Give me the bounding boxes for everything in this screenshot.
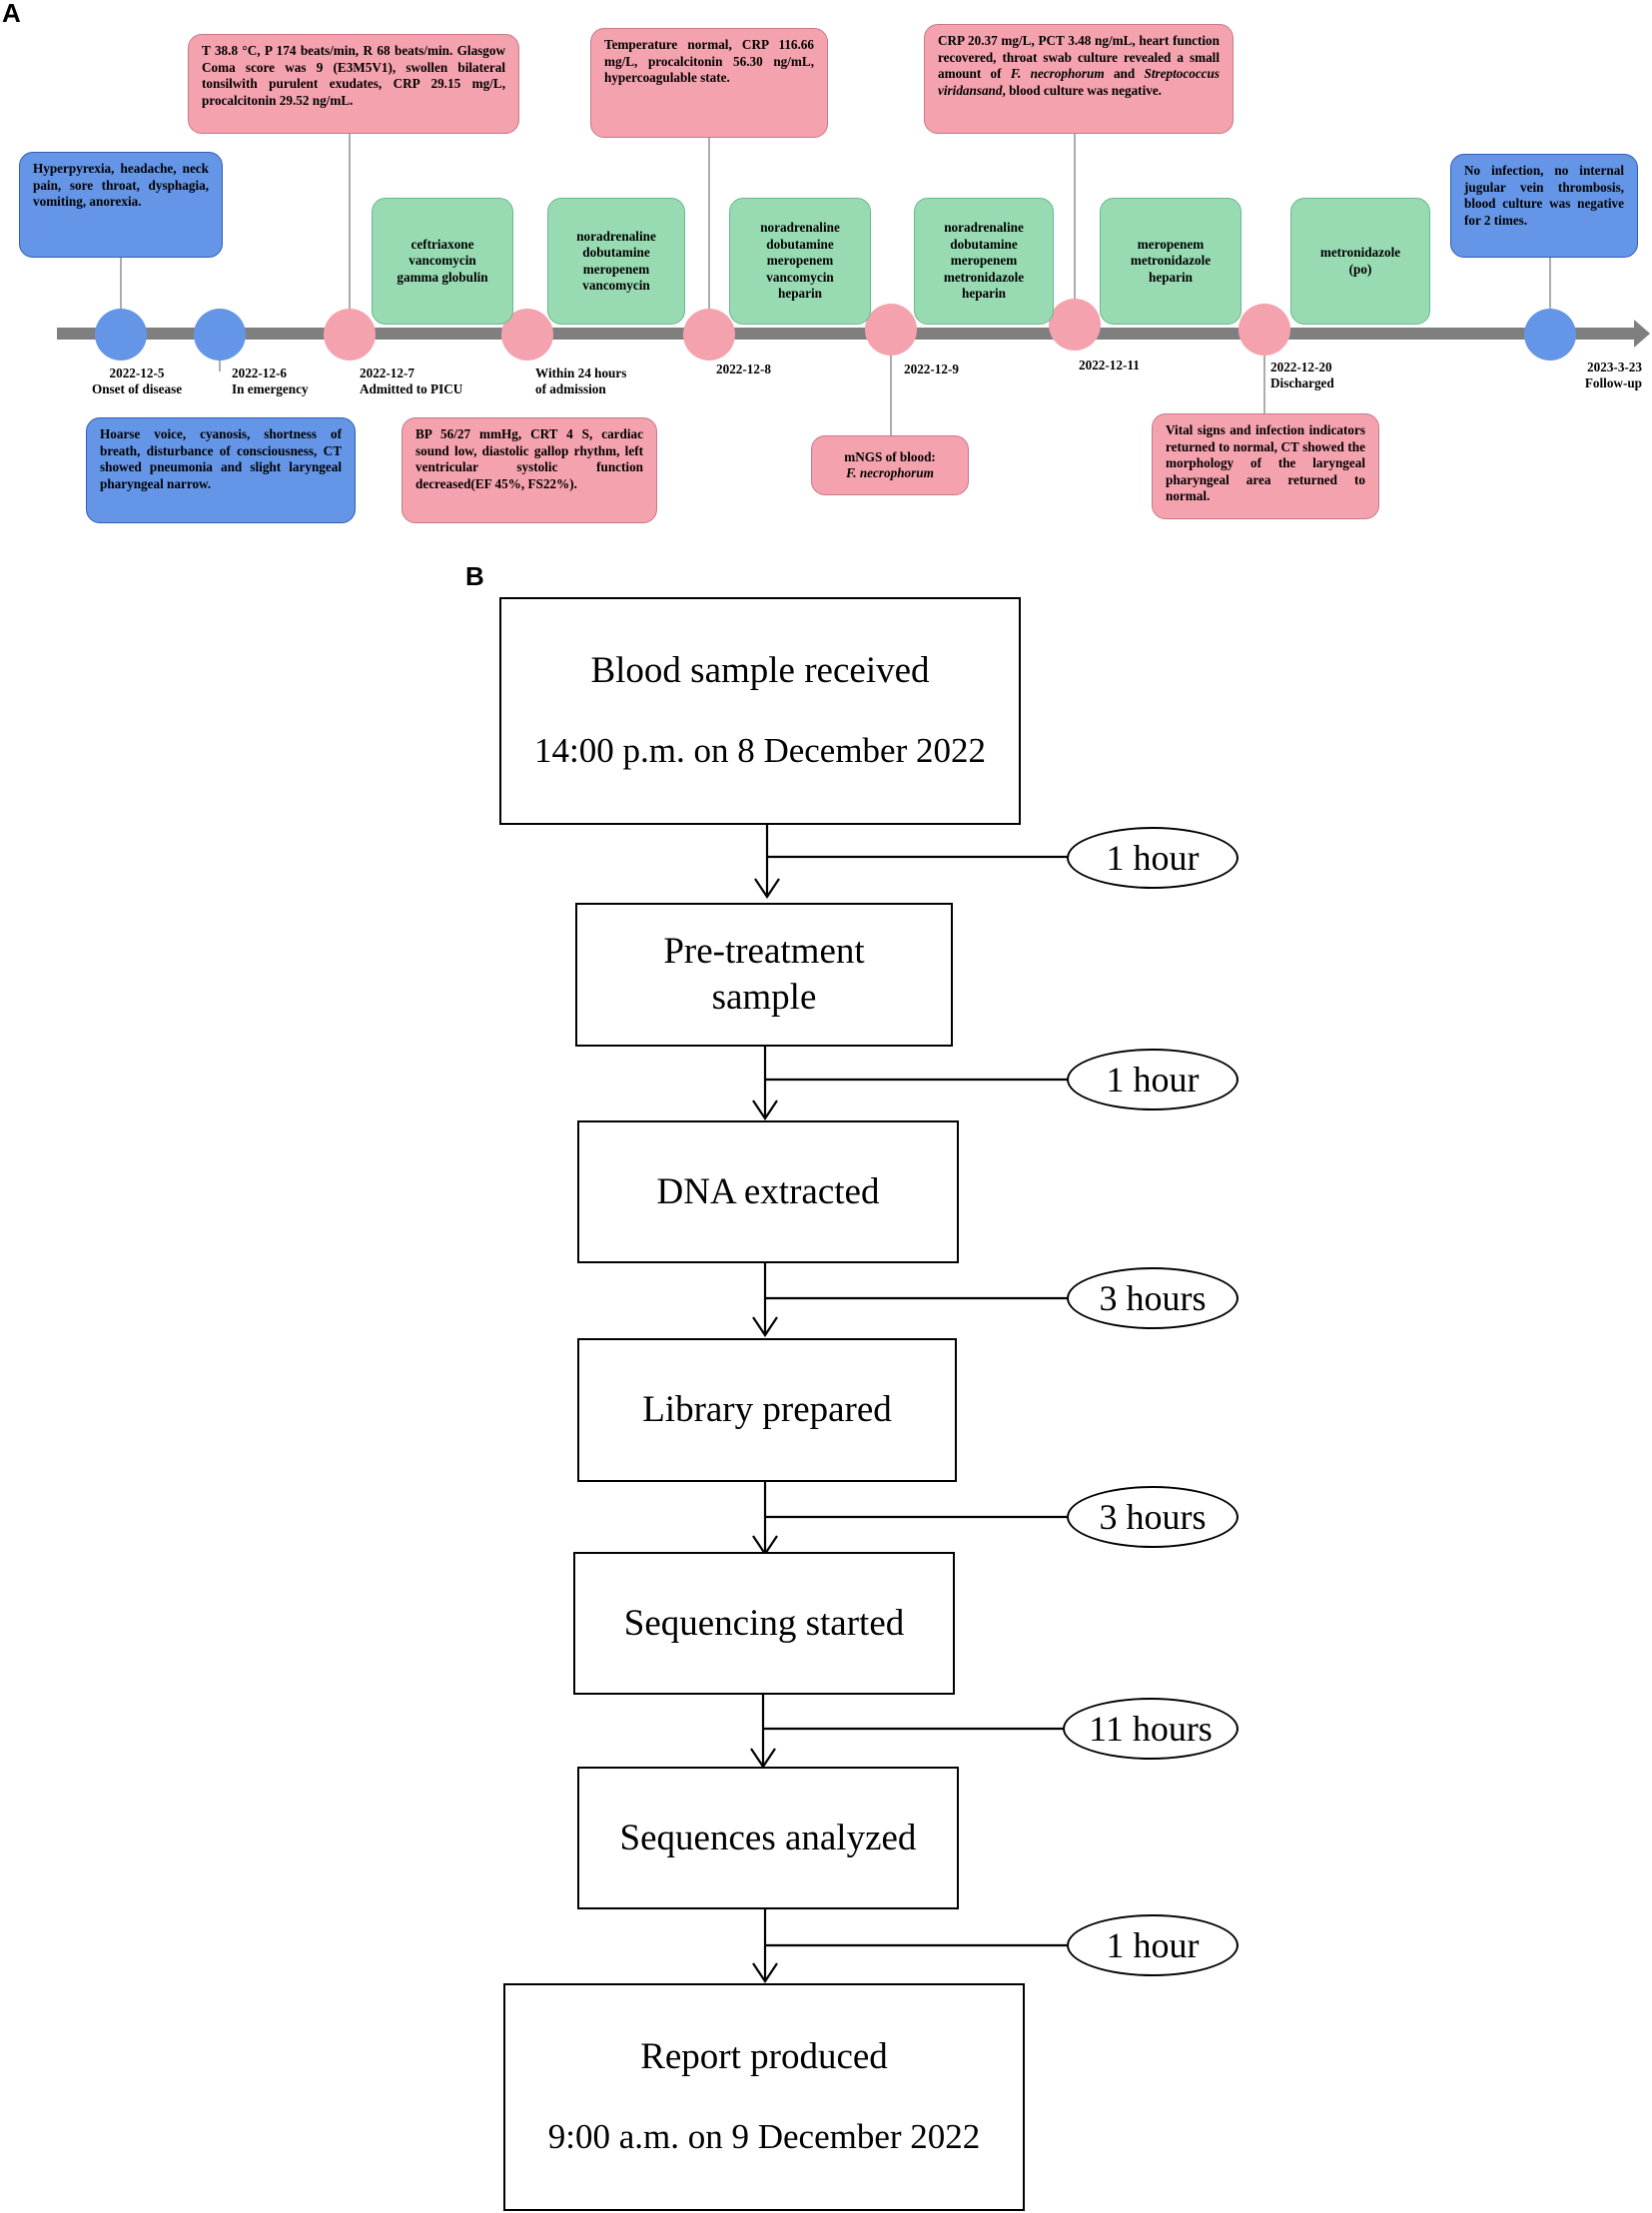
note-onset: Hyperpyrexia, headache, neck pain, sore … xyxy=(19,152,223,258)
timeline-arrowhead xyxy=(1634,320,1650,348)
step-report-produced: Report produced 9:00 a.m. on 9 December … xyxy=(503,1983,1025,2211)
treatment-5: meropenem metronidazole heparin xyxy=(1100,198,1241,325)
step-dna-extracted: DNA extracted xyxy=(577,1120,959,1263)
duration-1: 1 hour xyxy=(1067,827,1239,889)
note-dec11: CRP 20.37 mg/L, PCT 3.48 ng/mL, heart fu… xyxy=(924,24,1234,134)
node-dec11 xyxy=(1049,299,1101,351)
note-dec20: Vital signs and infection indicators ret… xyxy=(1152,413,1379,519)
timeline-graphics xyxy=(57,134,1650,435)
node-emergency xyxy=(194,309,246,361)
node-dec9 xyxy=(865,304,917,356)
step-pre-treatment-sample: Pre-treatment sample xyxy=(575,903,953,1047)
node-dec8 xyxy=(683,309,735,361)
duration-4: 3 hours xyxy=(1067,1486,1239,1548)
step-sequencing-started: Sequencing started xyxy=(573,1552,955,1695)
step-1-title: Blood sample received xyxy=(590,650,930,691)
step-library-prepared: Library prepared xyxy=(577,1338,957,1482)
panel-b-label: B xyxy=(465,561,484,591)
panel-b-flowchart: B Blood sample received 14:00 p.m. on 8 xyxy=(0,539,1652,2213)
note-followup: No infection, no internal jugular vein t… xyxy=(1450,154,1638,258)
treatment-3: noradrenaline dobutamine meropenem vanco… xyxy=(729,198,871,325)
note-dec8: Temperature normal, CRP 116.66 mg/L, pro… xyxy=(590,28,828,138)
note-picu: T 38.8 °C, P 174 beats/min, R 68 beats/m… xyxy=(188,34,519,134)
note-emergency: Hoarse voice, cyanosis, shortness of bre… xyxy=(86,417,356,523)
node-dec20 xyxy=(1239,304,1290,356)
step-1-time: 14:00 p.m. on 8 December 2022 xyxy=(534,731,986,770)
flowchart-connectors xyxy=(750,825,1069,1983)
step-sequences-analyzed: Sequences analyzed xyxy=(577,1767,959,1909)
date-label-dec11: 2022-12-11 xyxy=(1079,358,1140,372)
step-3-title: DNA extracted xyxy=(656,1170,880,1212)
panel-a-timeline: A Hyperpyrexia, headache, neck pain, sor… xyxy=(0,0,1652,539)
node-picu xyxy=(324,309,376,361)
node-followup xyxy=(1524,309,1576,361)
step-2-title: Pre-treatment sample xyxy=(663,931,865,1018)
node-within24 xyxy=(501,309,553,361)
step-7-time: 9:00 a.m. on 9 December 2022 xyxy=(547,2117,981,2156)
treatment-1: ceftriaxone vancomycin gamma globulin xyxy=(372,198,513,325)
timeline-bar xyxy=(57,328,1637,340)
step-4-title: Library prepared xyxy=(642,1389,892,1430)
node-onset xyxy=(95,309,147,361)
duration-5: 11 hours xyxy=(1063,1698,1239,1760)
date-label-dec8: 2022-12-8 xyxy=(716,362,771,376)
date-label-dec9: 2022-12-9 xyxy=(904,362,959,376)
step-5-title: Sequencing started xyxy=(623,1602,905,1644)
duration-3: 3 hours xyxy=(1067,1267,1239,1329)
duration-6: 1 hour xyxy=(1067,1914,1239,1976)
treatment-6: metronidazole (po) xyxy=(1290,198,1430,325)
treatment-2: noradrenaline dobutamine meropenem vanco… xyxy=(547,198,685,325)
note-within24: BP 56/27 mmHg, CRT 4 S, cardiac sound lo… xyxy=(402,417,657,523)
treatment-4: noradrenaline dobutamine meropenem metro… xyxy=(914,198,1054,325)
step-blood-sample-received: Blood sample received 14:00 p.m. on 8 De… xyxy=(499,597,1021,825)
step-7-title: Report produced xyxy=(640,2036,888,2077)
duration-2: 1 hour xyxy=(1067,1049,1239,1110)
note-dec9: mNGS of blood: F. necrophorum xyxy=(811,435,969,495)
panel-a-label: A xyxy=(2,0,21,28)
step-6-title: Sequences analyzed xyxy=(619,1817,917,1858)
